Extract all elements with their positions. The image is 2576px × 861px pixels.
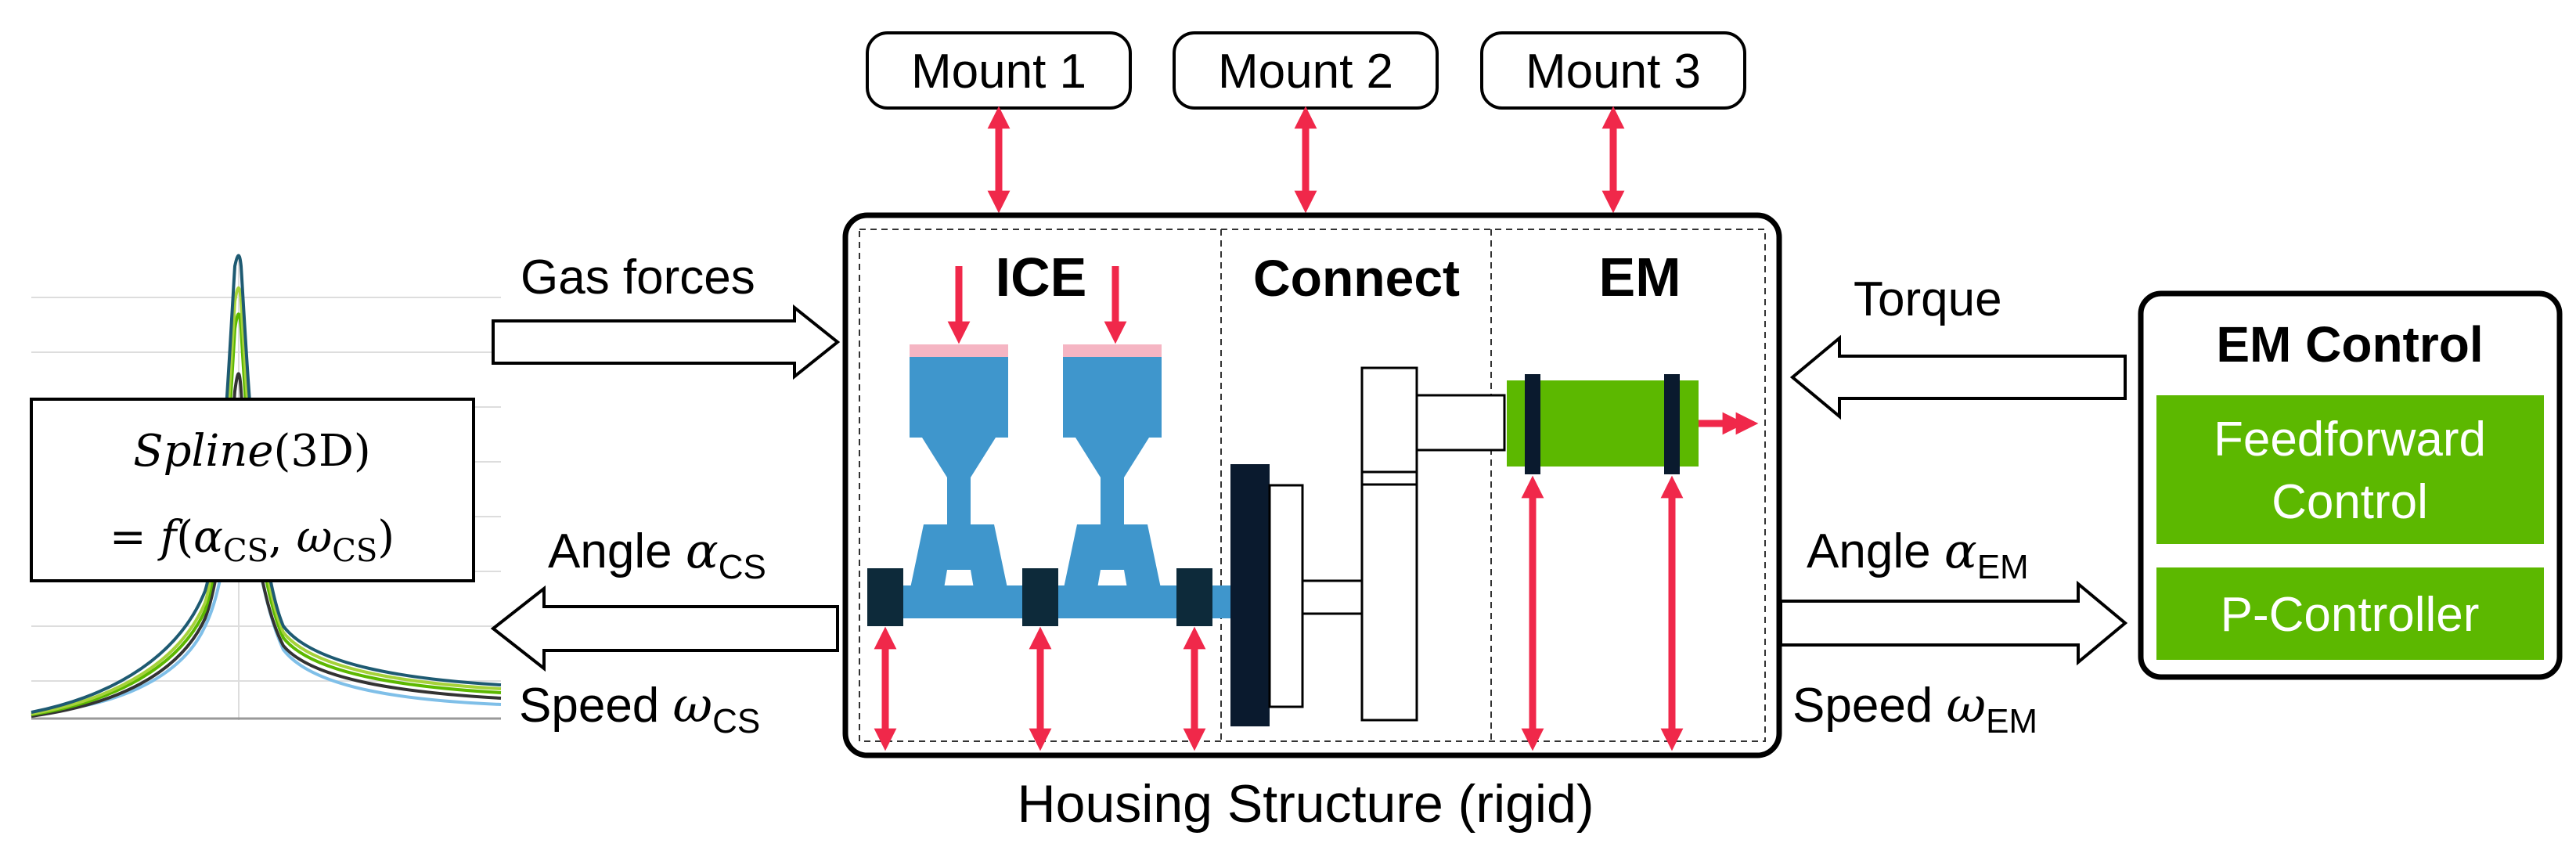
p-controller-label: P-Controller (2221, 588, 2480, 642)
p-controller-block (2156, 567, 2544, 660)
spline-line-2: = f(αCS, ωCS) (110, 512, 395, 569)
spline-line-1: Spline(3D) (133, 426, 370, 477)
spline-curve-green (31, 312, 502, 716)
feedforward-label-line-2: Control (2272, 475, 2428, 529)
angle-cs-label: Angle αCS (548, 522, 766, 586)
spline-curve-lime (31, 286, 502, 715)
em-bearing-2 (1664, 374, 1680, 474)
feedforward-control-block (2156, 395, 2544, 544)
electric-machine (1507, 374, 1759, 751)
speed-em-label: Speed ωEM (1792, 676, 2037, 740)
connect-coupling (1230, 366, 1506, 726)
section-ice-title: ICE (996, 247, 1087, 308)
mount-3: Mount 3 (1480, 31, 1746, 110)
mount-2-label: Mount 2 (1218, 45, 1393, 99)
em-bearing-1 (1525, 374, 1540, 474)
em-output-arrow (1779, 580, 2128, 666)
piston-1-crown (910, 344, 1008, 357)
conrod-2 (1075, 438, 1149, 524)
cs-output-arrow (490, 585, 839, 672)
torque-label: Torque (1854, 272, 2002, 326)
flywheel (1230, 464, 1270, 726)
speed-cs-label: Speed ωCS (519, 676, 760, 740)
spline-curve-teal (31, 254, 502, 714)
coupling-disc-1 (1268, 484, 1304, 708)
piston-1 (910, 357, 1008, 438)
housing-label: Housing Structure (rigid) (1018, 774, 1594, 834)
torque-arrow (1789, 334, 2127, 420)
main-bearing-1 (867, 568, 903, 626)
angle-em-label: Angle αEM (1807, 522, 2029, 586)
gas-forces-label: Gas forces (521, 250, 755, 304)
mount-1-label: Mount 1 (911, 45, 1086, 99)
coupling-disc-2 (1360, 366, 1418, 722)
spline-formula-box: Spline(3D) = f(αCS, ωCS) (30, 398, 475, 582)
feedforward-label-line-1: Feedforward (2214, 412, 2486, 467)
ice-engine (867, 266, 1233, 751)
section-connect-title: Connect (1253, 249, 1460, 307)
section-em-title: EM (1599, 247, 1681, 308)
em-control-box: EM Control Feedforward Control P-Control… (2138, 290, 2563, 680)
mount-1: Mount 1 (866, 31, 1132, 110)
piston-2 (1063, 357, 1162, 438)
em-control-title: EM Control (2216, 316, 2483, 373)
mount-force-arrows (987, 106, 1625, 214)
mount-2: Mount 2 (1173, 31, 1439, 110)
piston-2-crown (1063, 344, 1162, 357)
mount-3-label: Mount 3 (1526, 45, 1701, 99)
coupling-disc-2-rib (1360, 470, 1418, 486)
conrod-1 (922, 438, 996, 524)
main-bearing-2 (1022, 568, 1058, 626)
spline-curve-dark (31, 372, 502, 718)
coupling-shaft-2 (1415, 394, 1506, 452)
gas-forces-arrow (492, 304, 841, 380)
coupling-shaft-1 (1301, 579, 1364, 615)
main-bearing-3 (1176, 568, 1212, 626)
